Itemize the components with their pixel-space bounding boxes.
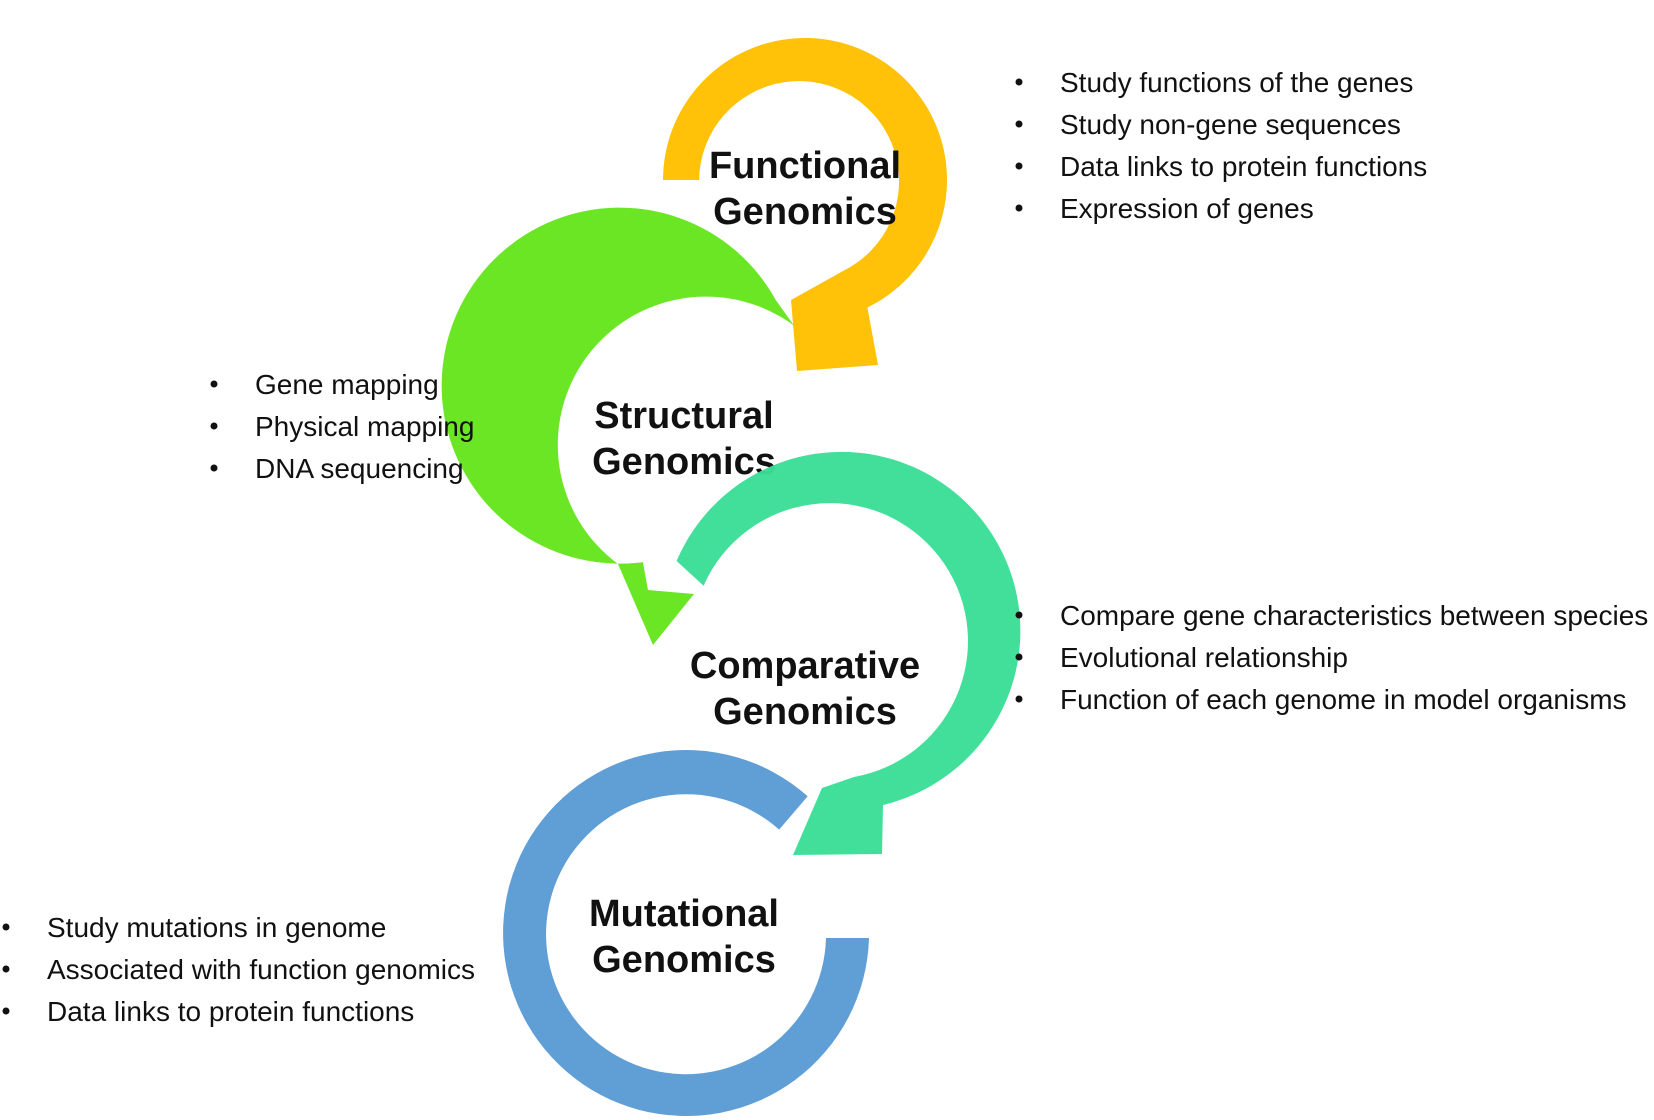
bullet-dot bbox=[1015, 120, 1023, 128]
mutational-bullet-1: Study mutations in genome bbox=[47, 912, 386, 943]
mutational-bullet-3: Data links to protein functions bbox=[47, 996, 414, 1027]
comparative-title-line1: Comparative bbox=[690, 645, 920, 687]
bullet-dot bbox=[2, 923, 10, 931]
bullet-dot bbox=[1015, 611, 1023, 619]
functional-bullet-3: Data links to protein functions bbox=[1060, 151, 1427, 182]
functional-stage: Functional Genomics Study functions of t… bbox=[621, 37, 1427, 372]
comparative-bullet-list: Compare gene characteristics between spe… bbox=[1015, 600, 1648, 715]
comparative-bullet-2: Evolutional relationship bbox=[1060, 642, 1348, 673]
bullet-dot bbox=[2, 965, 10, 973]
structural-stage: Structural Genomics Gene mapping Physica… bbox=[210, 207, 794, 645]
functional-bullet-list: Study functions of the genes Study non-g… bbox=[1015, 67, 1427, 224]
comparative-arc-arrow bbox=[676, 451, 1021, 855]
structural-bullet-list: Gene mapping Physical mapping DNA sequen… bbox=[210, 369, 474, 484]
bullet-dot bbox=[1015, 162, 1023, 170]
functional-bullet-2: Study non-gene sequences bbox=[1060, 109, 1401, 140]
mutational-bullet-2: Associated with function genomics bbox=[47, 954, 475, 985]
comparative-title-line2: Genomics bbox=[713, 691, 897, 733]
bullet-dot bbox=[210, 380, 218, 388]
mutational-title-line1: Mutational bbox=[589, 893, 779, 935]
functional-title-line1: Functional bbox=[709, 145, 901, 187]
mutational-stage: Mutational Genomics Study mutations in g… bbox=[2, 750, 869, 1117]
structural-title-line2: Genomics bbox=[592, 441, 776, 483]
structural-bullet-2: Physical mapping bbox=[255, 411, 474, 442]
structural-title-line1: Structural bbox=[594, 395, 773, 437]
functional-bullet-4: Expression of genes bbox=[1060, 193, 1314, 224]
bullet-dot bbox=[210, 422, 218, 430]
bullet-dot bbox=[210, 464, 218, 472]
structural-bullet-3: DNA sequencing bbox=[255, 453, 464, 484]
comparative-bullet-1: Compare gene characteristics between spe… bbox=[1060, 600, 1648, 631]
structural-arc-arrow bbox=[441, 207, 794, 645]
functional-bullet-1: Study functions of the genes bbox=[1060, 67, 1413, 98]
structural-bullet-1: Gene mapping bbox=[255, 369, 439, 400]
mutational-bullet-list: Study mutations in genome Associated wit… bbox=[2, 912, 475, 1027]
functional-title-line2: Genomics bbox=[713, 191, 897, 233]
bullet-dot bbox=[1015, 204, 1023, 212]
bullet-dot bbox=[2, 1007, 10, 1015]
functional-arc-arrow bbox=[621, 37, 947, 372]
comparative-bullet-3: Function of each genome in model organis… bbox=[1060, 684, 1627, 715]
bullet-dot bbox=[1015, 78, 1023, 86]
comparative-stage: Comparative Genomics Compare gene charac… bbox=[676, 451, 1648, 855]
bullet-dot bbox=[1015, 653, 1023, 661]
bullet-dot bbox=[1015, 695, 1023, 703]
mutational-title-line2: Genomics bbox=[592, 939, 776, 981]
